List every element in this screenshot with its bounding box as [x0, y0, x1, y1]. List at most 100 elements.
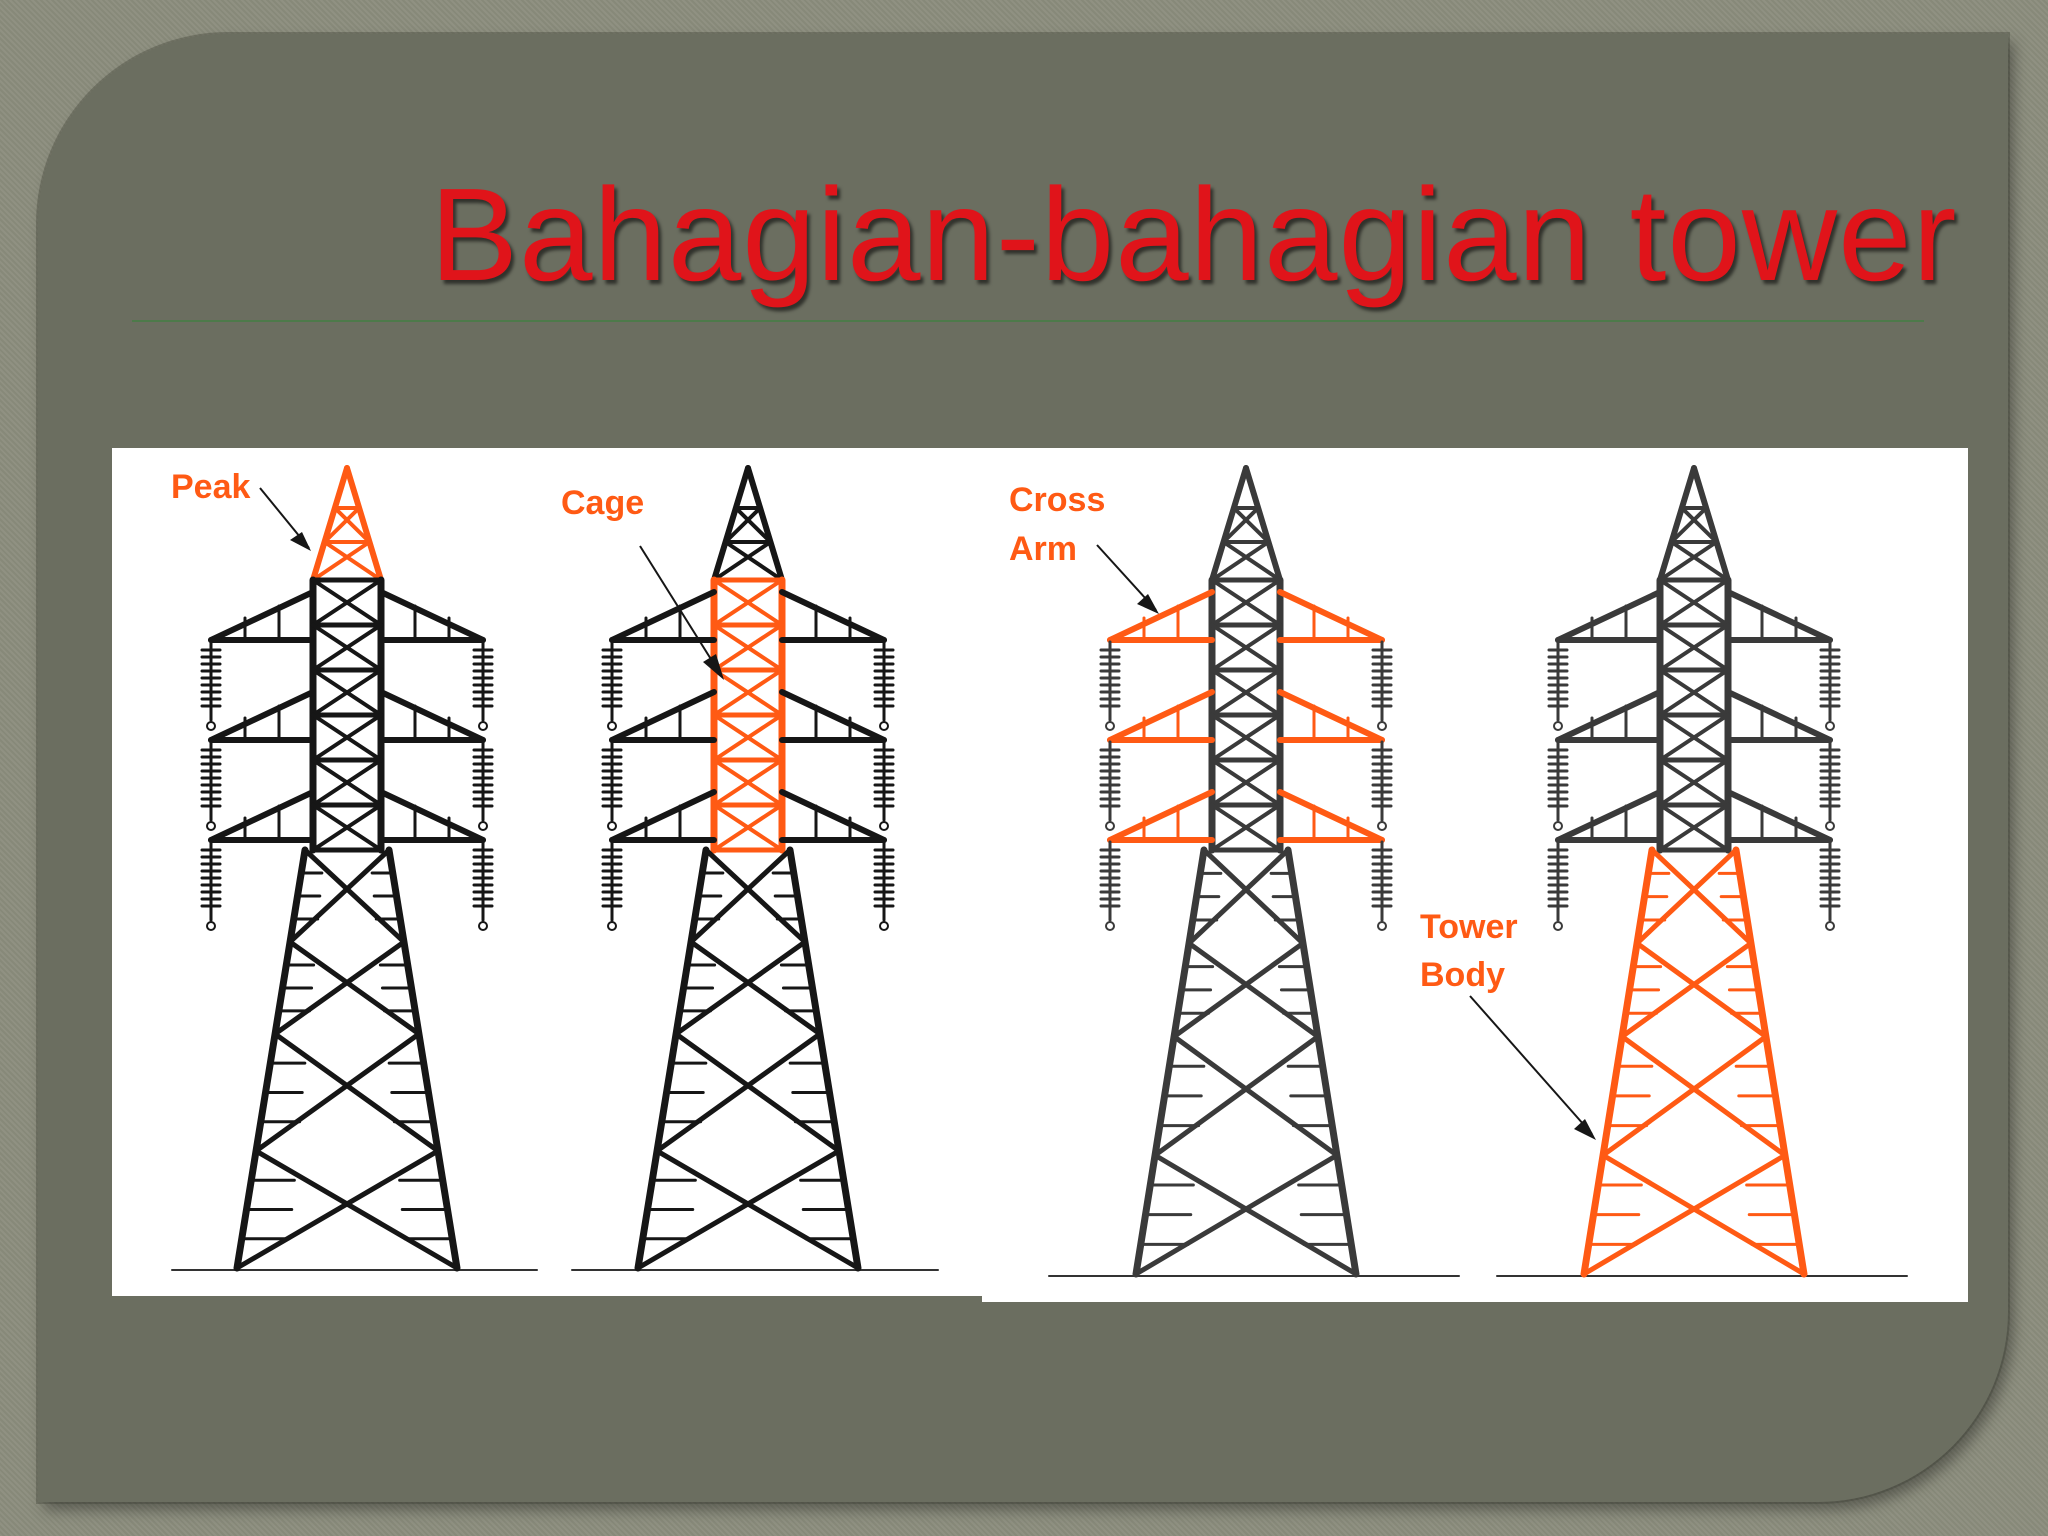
insulator — [472, 740, 494, 831]
insulator — [200, 840, 222, 931]
peak-diagonal — [723, 540, 784, 582]
cross-arm-top — [378, 689, 486, 743]
cage-diagonal — [1658, 623, 1730, 672]
insulator — [472, 840, 494, 931]
cross-arm-top — [208, 589, 316, 643]
insulator — [601, 840, 623, 931]
insulator-clamp — [478, 721, 488, 731]
cage-arrow-line — [639, 545, 720, 673]
peak-left-leg — [1657, 465, 1697, 583]
insulator — [1099, 840, 1121, 931]
insulator — [1819, 840, 1841, 931]
insulator-clamp — [607, 921, 617, 931]
cross-arm-top — [779, 589, 887, 643]
insulator-clamp — [607, 721, 617, 731]
cross-arm-arrowhead — [1137, 594, 1159, 614]
body-diagonal — [654, 1148, 861, 1271]
body-diagonal — [1619, 940, 1754, 1040]
peak-left-leg — [310, 465, 350, 583]
cage-diagonal — [311, 668, 383, 717]
cross-arm-label-line1: Cross — [1009, 481, 1105, 519]
cross-arm-top — [1277, 589, 1385, 643]
insulator — [873, 840, 895, 931]
cage-diagonal — [1210, 623, 1282, 672]
right-figure-background — [982, 448, 1968, 1302]
body-diagonal — [688, 847, 793, 945]
insulator — [601, 640, 623, 731]
cage-diagonal — [712, 713, 784, 762]
body-diagonal — [1171, 940, 1306, 1040]
cross-arm-top — [1107, 589, 1215, 643]
body-diagonal — [272, 1031, 441, 1154]
tower-body-label-line2: Body — [1420, 956, 1505, 994]
insulator-clamp — [1105, 721, 1115, 731]
insulator — [472, 640, 494, 731]
tower-body-arrowhead — [1574, 1119, 1596, 1140]
cage-arrowhead — [703, 654, 724, 680]
body-diagonal — [1649, 847, 1754, 946]
peak-right-leg — [1691, 465, 1731, 583]
cross-arm-top — [1277, 789, 1385, 843]
insulator — [1371, 740, 1393, 831]
insulator-clamp — [879, 921, 889, 931]
peak-diagonal — [322, 540, 383, 582]
insulator — [873, 740, 895, 831]
peak-callout: Peak — [171, 468, 311, 551]
insulator-clamp — [879, 721, 889, 731]
cross-arm-top — [609, 589, 717, 643]
cage-diagonal — [311, 623, 383, 672]
cage-diagonal — [712, 803, 784, 852]
body-diagonal — [1186, 847, 1291, 946]
body-diagonal — [1152, 1034, 1321, 1158]
body-diagonal — [654, 1031, 823, 1154]
insulator-clamp — [879, 821, 889, 831]
cross-arm-top — [1555, 789, 1663, 843]
insulator — [1547, 840, 1569, 931]
cage-diagonal — [712, 578, 784, 627]
body-diagonal — [1600, 1034, 1769, 1158]
peak-left-leg — [1209, 465, 1249, 583]
insulator-clamp — [1377, 721, 1387, 731]
body-diagonal — [1634, 940, 1769, 1040]
peak-diagonal — [1669, 540, 1730, 582]
tower-body-callout: Tower Body — [1420, 908, 1596, 1140]
insulator-clamp — [1825, 821, 1835, 831]
body-diagonal — [703, 847, 808, 945]
cage-diagonal — [712, 758, 784, 807]
body-diagonal — [673, 1031, 842, 1154]
insulator-clamp — [607, 821, 617, 831]
peak-label: Peak — [171, 468, 250, 506]
cross-arm-top — [1725, 689, 1833, 743]
cross-arm-top — [1555, 689, 1663, 743]
tower-cross-arm-highlighted — [1048, 465, 1460, 1278]
left-figure-background — [112, 448, 982, 1296]
body-diagonal — [635, 1148, 842, 1271]
insulator-clamp — [478, 921, 488, 931]
tower-peak-highlighted — [171, 465, 538, 1272]
tower-cage-highlighted — [571, 465, 939, 1272]
peak-right-leg — [745, 465, 785, 583]
peak-diagonal — [1658, 540, 1719, 582]
cage-diagonal — [311, 803, 383, 852]
cross-arm-top — [609, 789, 717, 843]
insulator-clamp — [1825, 721, 1835, 731]
body-diagonal — [253, 1148, 460, 1271]
cage-diagonal — [1658, 758, 1730, 807]
cross-arm-top — [1107, 689, 1215, 743]
insulator-clamp — [1377, 821, 1387, 831]
peak-diagonal — [1679, 506, 1719, 544]
peak-diagonal — [1231, 506, 1271, 544]
insulator — [873, 640, 895, 731]
body-diagonal — [1581, 1152, 1788, 1277]
peak-diagonal — [1221, 540, 1282, 582]
tower-parts-figure: Peak Cage Cross Arm Tower Body — [112, 448, 1968, 1302]
body-diagonal — [1600, 1152, 1807, 1277]
insulator — [200, 740, 222, 831]
tower-body-arrow-line — [1469, 995, 1593, 1135]
insulator-clamp — [1553, 921, 1563, 931]
body-diagonal — [1186, 940, 1321, 1040]
insulator — [1099, 740, 1121, 831]
title-divider — [132, 320, 1924, 322]
body-diagonal — [287, 847, 392, 945]
